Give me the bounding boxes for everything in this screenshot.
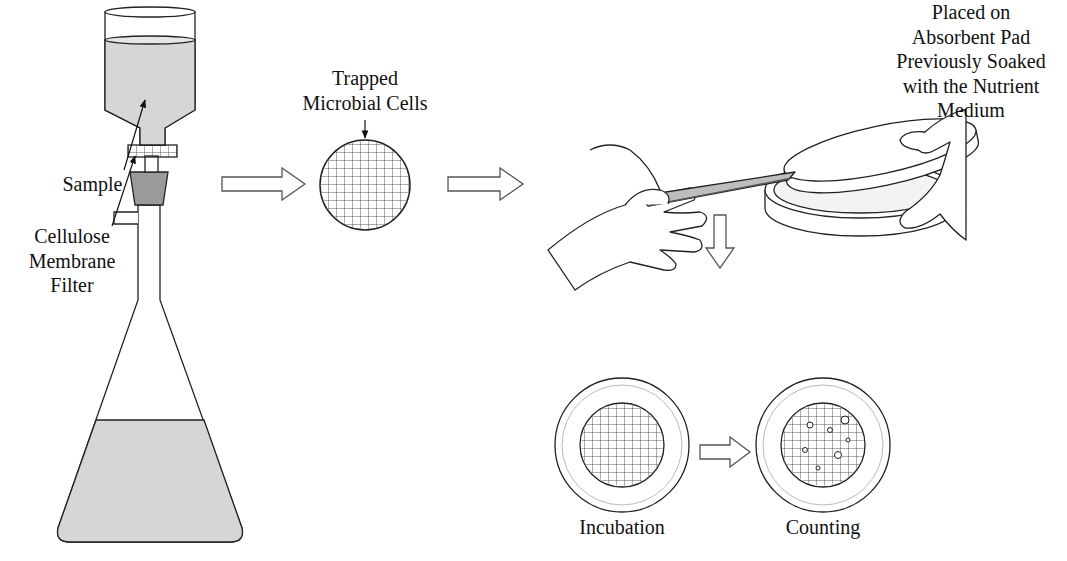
colony bbox=[828, 428, 833, 433]
label-box: Placed on Absorbent Pad Previously Soake… bbox=[889, 0, 1053, 123]
colony bbox=[846, 438, 850, 442]
part-label: Sample bbox=[63, 173, 123, 195]
colony bbox=[841, 416, 849, 424]
step-label: Incubation bbox=[579, 516, 665, 538]
colony bbox=[803, 448, 808, 453]
incubation-dish bbox=[555, 378, 689, 512]
step-arrow bbox=[706, 215, 734, 268]
counting-dish bbox=[756, 378, 890, 512]
membrane-disc bbox=[320, 140, 410, 230]
step-arrow bbox=[222, 168, 305, 200]
step-label: Placed on Absorbent Pad Previously Soake… bbox=[896, 1, 1045, 121]
label-box: Counting bbox=[753, 515, 893, 540]
step-arrow bbox=[700, 437, 750, 467]
part-label: Trapped Microbial Cells bbox=[303, 67, 428, 114]
label-box: Cellulose Membrane Filter bbox=[18, 224, 126, 298]
hand-with-forceps bbox=[548, 145, 795, 290]
step-label: Counting bbox=[786, 516, 860, 538]
part-label: Cellulose Membrane Filter bbox=[29, 225, 116, 296]
leader-line bbox=[364, 120, 365, 138]
hand bbox=[900, 110, 966, 240]
label-box: Sample bbox=[50, 172, 135, 197]
leader-line bbox=[124, 100, 145, 170]
colony bbox=[835, 452, 842, 459]
label-box: Trapped Microbial Cells bbox=[293, 66, 437, 115]
colony bbox=[807, 422, 813, 428]
colony bbox=[816, 466, 820, 470]
label-box: Incubation bbox=[552, 515, 692, 540]
step-arrow bbox=[448, 168, 523, 200]
